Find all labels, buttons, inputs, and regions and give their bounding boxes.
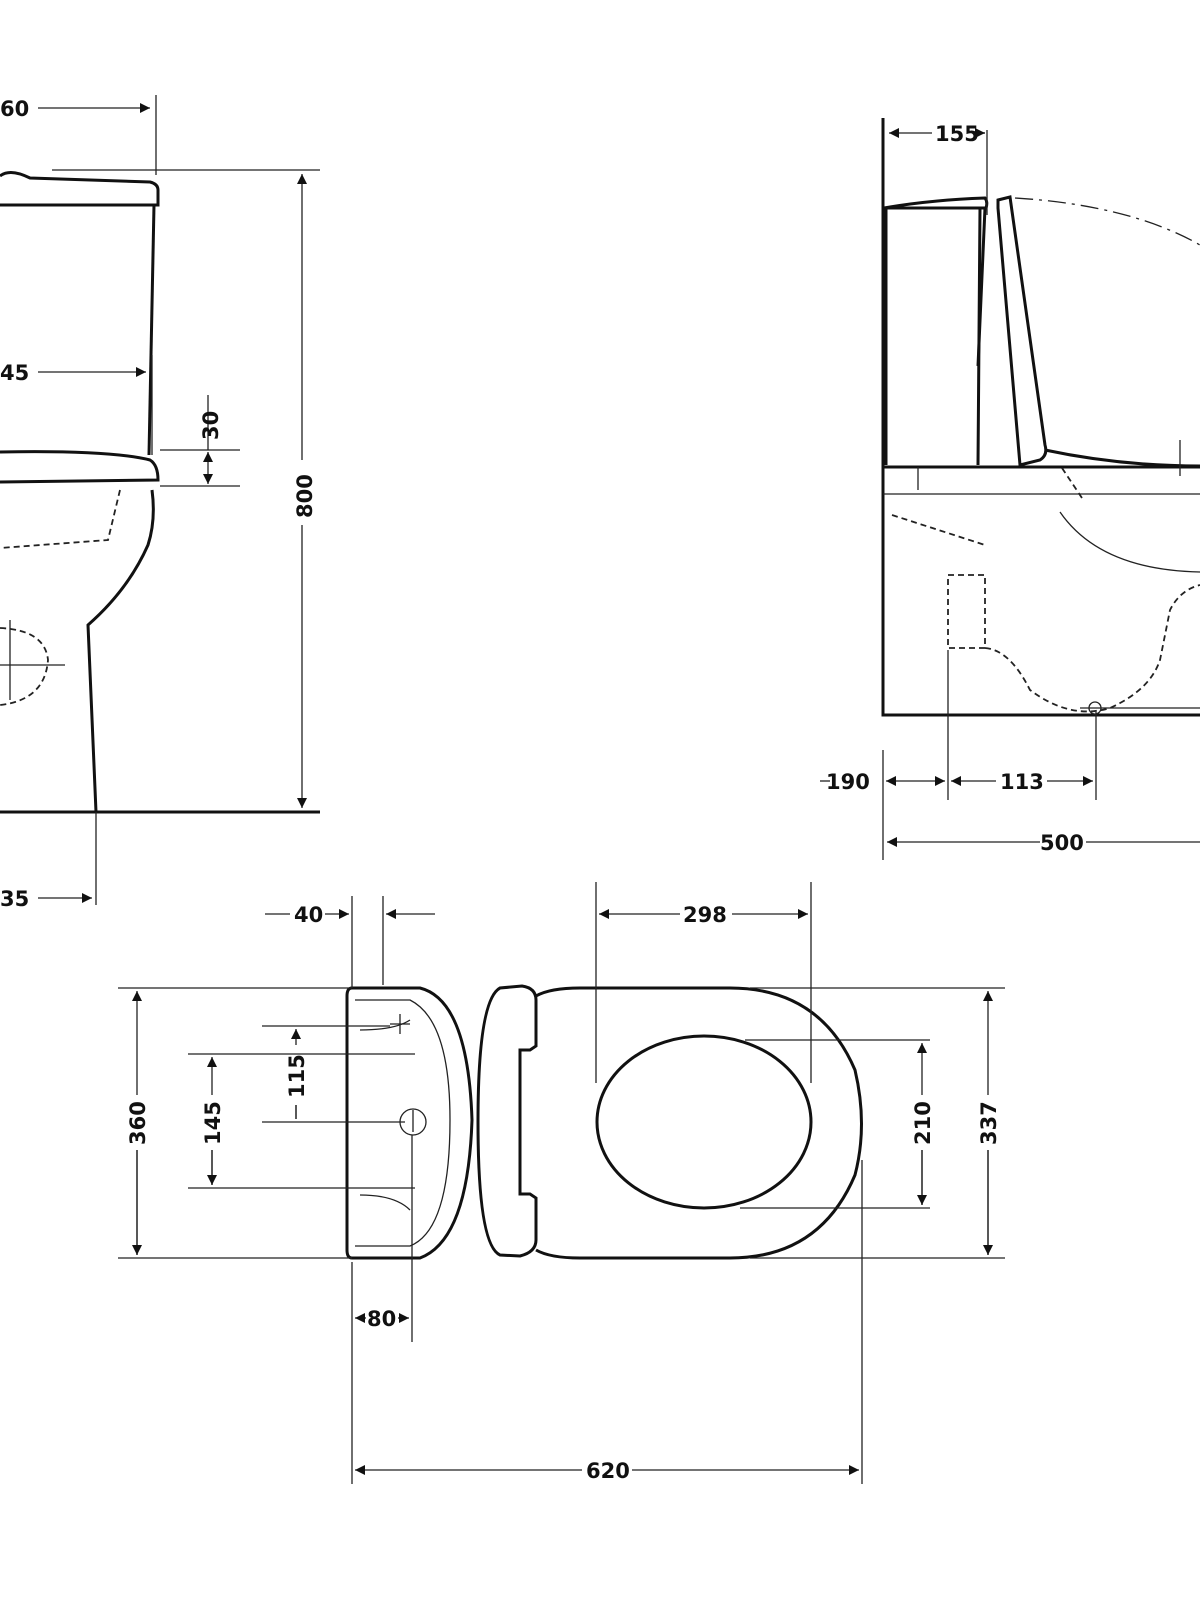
dim-inlet-to-outlet: 113 <box>1000 770 1044 794</box>
front-view: 60 45 30 800 35 <box>0 95 320 911</box>
dim-tank-offset: 45 <box>0 361 29 385</box>
dim-seat-thickness: 30 <box>199 411 223 440</box>
dim-seat-opening-length: 298 <box>683 903 727 927</box>
dim-outlet-spacing: 145 <box>201 1101 225 1145</box>
dim-tank-depth: 155 <box>935 122 979 146</box>
dim-width: 360 <box>126 1101 150 1145</box>
dim-outlet-from-wall: 80 <box>367 1307 396 1331</box>
dim-tank-wall: 40 <box>294 903 323 927</box>
top-view: 40 298 115 145 360 210 337 80 620 <box>118 882 1005 1484</box>
dim-inlet-spacing: 115 <box>285 1054 309 1098</box>
dim-length: 620 <box>586 1459 630 1483</box>
dim-top-offset: 60 <box>0 97 29 121</box>
dim-seat-opening-width: 210 <box>911 1101 935 1145</box>
side-view: 155 190 113 500 <box>820 118 1200 860</box>
dim-base-offset: 35 <box>0 887 29 911</box>
dim-wall-to-inlet: 190 <box>826 770 870 794</box>
dim-bowl-width: 337 <box>977 1101 1001 1145</box>
dim-depth: 500 <box>1040 831 1084 855</box>
dim-height: 800 <box>293 474 317 518</box>
